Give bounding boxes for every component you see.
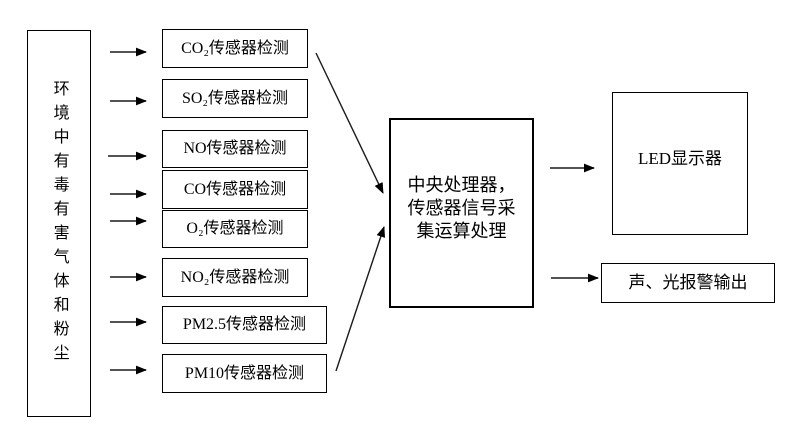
processor-label-line1: 中央处理器，: [407, 174, 516, 195]
source-label: 环境中有毒有害气体和粉尘: [50, 79, 68, 368]
source-box: 环境中有毒有害气体和粉尘: [27, 30, 91, 417]
sensor-box-co: CO传感器检测: [162, 170, 308, 209]
sensor-label-o2: O₂传感器检测: [186, 220, 284, 238]
processor-label-line2: 传感器信号采: [407, 197, 516, 218]
alarm-output-label: 声、光报警输出: [628, 272, 748, 292]
sensor-box-co2: CO₂传感器检测: [162, 29, 308, 68]
sensor-box-no: NO传感器检测: [162, 130, 308, 168]
sensor-box-so2: SO₂传感器检测: [162, 79, 308, 118]
processor-box: 中央处理器， 传感器信号采 集运算处理: [389, 118, 534, 308]
sensor-label-no2: NO₂传感器检测: [180, 268, 290, 286]
sensor-box-pm10: PM10传感器检测: [162, 354, 327, 393]
led-display-box: LED显示器: [612, 92, 748, 235]
sensor-label-so2: SO₂传感器检测: [181, 89, 289, 107]
arrow-sensors-bottom-to-processor: [335, 226, 386, 372]
arrow-sensors-top-to-processor: [315, 52, 384, 194]
led-display-label: LED显示器: [637, 149, 723, 169]
sensor-box-pm25: PM2.5传感器检测: [162, 306, 327, 344]
sensor-box-o2: O₂传感器检测: [162, 210, 308, 248]
sensor-box-no2: NO₂传感器检测: [162, 258, 308, 297]
sensor-label-pm25: PM2.5传感器检测: [182, 316, 307, 334]
sensor-label-co: CO传感器检测: [183, 180, 287, 198]
sensor-label-no: NO传感器检测: [183, 140, 287, 158]
alarm-output-box: 声、光报警输出: [601, 263, 775, 303]
processor-label-line3: 集运算处理: [416, 220, 507, 241]
sensor-label-pm10: PM10传感器检测: [184, 364, 305, 382]
sensor-label-co2: CO₂传感器检测: [181, 39, 289, 57]
